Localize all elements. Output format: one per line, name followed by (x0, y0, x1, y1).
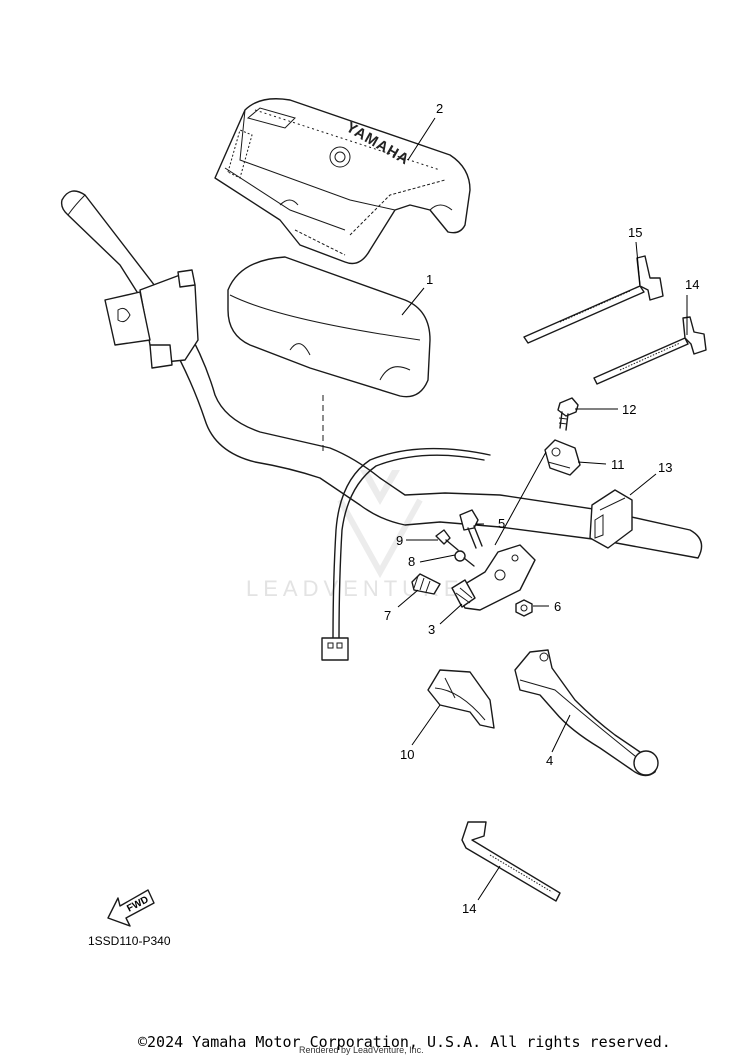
callout-1: 1 (426, 272, 433, 287)
fwd-arrow-icon: FWD (107, 889, 155, 927)
lever-bracket-3[interactable] (451, 544, 536, 611)
callout-13: 13 (658, 460, 672, 475)
clutch-lever-4[interactable] (514, 649, 659, 777)
copyright-notice: ©2024 Yamaha Motor Corporation, U.S.A. A… (138, 1033, 671, 1051)
callout-11: 11 (611, 457, 625, 472)
rendered-by-notice: Rendered by LeadVenture, Inc. (299, 1045, 424, 1055)
left-switch-housing[interactable] (104, 269, 199, 369)
screw-8[interactable] (454, 550, 475, 567)
callout-12: 12 (622, 402, 636, 417)
cable-band-14-upper[interactable] (593, 316, 707, 385)
callout-3: 3 (428, 622, 435, 637)
cable-band-15[interactable] (523, 255, 664, 344)
clutch-switch-cable[interactable] (321, 447, 491, 661)
bolt-5[interactable] (459, 509, 483, 549)
callout-4: 4 (546, 753, 553, 768)
cable-band-14-lower[interactable] (461, 821, 561, 902)
callout-14-upper: 14 (685, 277, 699, 292)
callout-numbers: 2 1 15 14 12 11 13 5 9 8 7 3 6 10 4 14 (384, 101, 699, 916)
lever-boot-10[interactable] (427, 669, 495, 729)
callout-5: 5 (498, 516, 505, 531)
callout-15: 15 (628, 225, 642, 240)
callout-6: 6 (554, 599, 561, 614)
nut-6[interactable] (515, 599, 533, 617)
callout-10: 10 (400, 747, 414, 762)
diagram-code: 1SSD110-P340 (88, 934, 171, 948)
callout-8: 8 (408, 554, 415, 569)
callout-2: 2 (436, 101, 443, 116)
callout-leaders (397, 117, 688, 901)
callout-7: 7 (384, 608, 391, 623)
clamp-bracket[interactable] (589, 489, 633, 549)
callout-14-lower: 14 (462, 901, 476, 916)
screw-9[interactable] (435, 529, 459, 551)
bolt-12[interactable] (557, 397, 579, 431)
callout-9: 9 (396, 533, 403, 548)
clutch-holder-11[interactable] (544, 439, 581, 476)
adjuster-7[interactable] (411, 573, 441, 595)
handlebar-pad[interactable] (227, 256, 431, 455)
